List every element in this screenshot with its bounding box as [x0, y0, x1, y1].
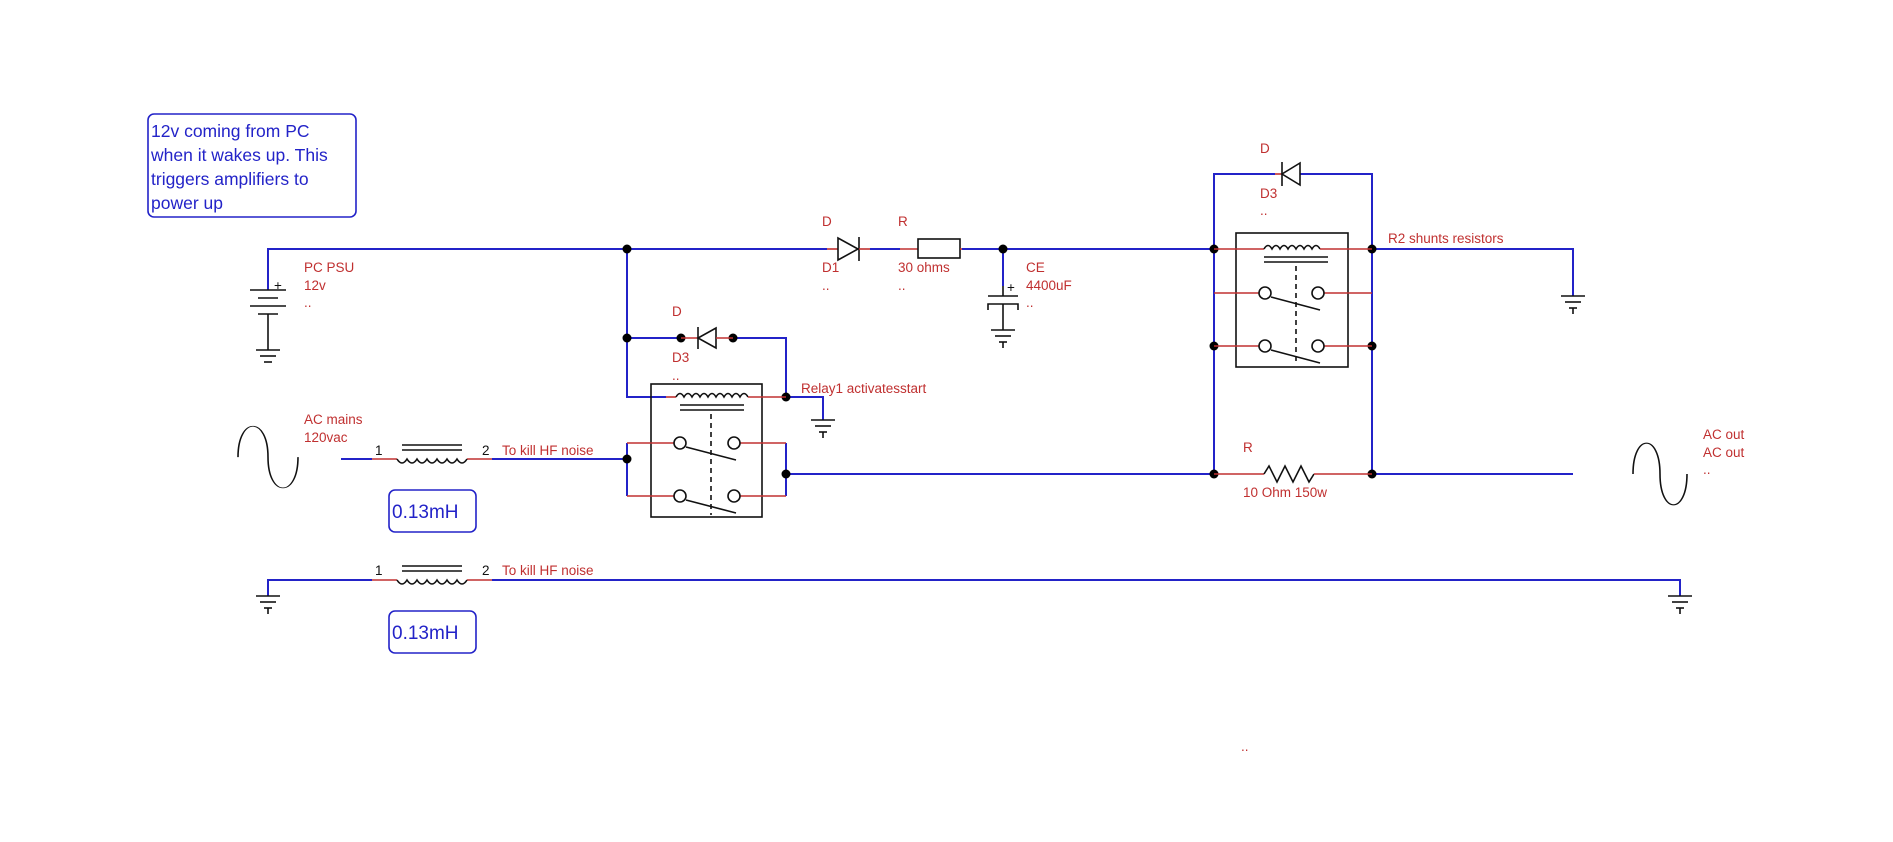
resistor-10-value: 10 Ohm 150w — [1243, 485, 1327, 500]
relay-2-label: R2 shunts resistors — [1388, 231, 1504, 246]
choke-2-value: 0.13mH — [392, 623, 459, 644]
svg-text:+: + — [1007, 280, 1015, 295]
diode-d1-extra: .. — [822, 278, 830, 293]
ground-icon — [991, 329, 1015, 348]
choke-1-pin1: 1 — [375, 443, 383, 458]
diode-d1-name: D1 — [822, 260, 839, 275]
resistor-10-ohm — [1214, 464, 1372, 484]
choke-1-pin2: 2 — [482, 443, 490, 458]
relay-1-diode-name: D3 — [672, 350, 689, 365]
choke-1-label: To kill HF noise — [502, 443, 594, 458]
wires — [267, 173, 1681, 596]
psu-value: 12v — [304, 278, 326, 293]
ac-mains-name: AC mains — [304, 412, 363, 427]
battery-icon: + — [250, 278, 286, 340]
ac-output-icon — [1632, 442, 1688, 506]
relay-2-diode-extra: .. — [1260, 203, 1268, 218]
ground-icon — [811, 419, 835, 438]
relay-2 — [1214, 232, 1372, 368]
relay-1-diode-ref: D — [672, 304, 682, 319]
psu-extra: .. — [304, 295, 312, 310]
ac-mains-value: 120vac — [304, 430, 348, 445]
note-line-2: when it wakes up. This — [150, 145, 328, 165]
note-line-3: triggers amplifiers to — [151, 169, 309, 189]
relay-1-diode-extra: .. — [672, 368, 680, 383]
resistor-30-extra: .. — [898, 278, 906, 293]
ac-source-icon — [237, 425, 299, 489]
relay-1 — [627, 383, 786, 518]
choke-1-value: 0.13mH — [392, 502, 459, 523]
ground-icon — [256, 595, 280, 614]
ac-out-extra: .. — [1703, 462, 1711, 477]
relay-1-diode — [681, 326, 733, 350]
resistor-30-ohm — [900, 238, 962, 259]
capacitor-extra: .. — [1026, 295, 1034, 310]
choke-2-pin1: 1 — [375, 563, 383, 578]
choke-2-value-box: 0.13mH — [388, 610, 477, 654]
ground-icon — [1668, 595, 1692, 614]
stray-marker: .. — [1241, 739, 1249, 754]
relay-2-diode — [1275, 161, 1301, 187]
choke-2-pin2: 2 — [482, 563, 490, 578]
relay-2-diode-name: D3 — [1260, 186, 1277, 201]
choke-2-label: To kill HF noise — [502, 563, 594, 578]
svg-text:+: + — [274, 278, 282, 293]
note-line-4: power up — [151, 193, 223, 213]
relay-2-diode-ref: D — [1260, 141, 1270, 156]
ac-out-value: AC out — [1703, 445, 1745, 460]
capacitor-ref: CE — [1026, 260, 1045, 275]
capacitor-value: 4400uF — [1026, 278, 1072, 293]
ground-icon — [1561, 295, 1585, 314]
resistor-10-ref: R — [1243, 440, 1253, 455]
choke-1: 1 2 — [372, 443, 492, 464]
ac-out-name: AC out — [1703, 427, 1745, 442]
ground-icon — [256, 340, 280, 363]
diode-d1 — [827, 236, 870, 262]
resistor-30-value: 30 ohms — [898, 260, 950, 275]
resistor-30-ref: R — [898, 214, 908, 229]
diode-d1-ref: D — [822, 214, 832, 229]
choke-1-value-box: 0.13mH — [388, 489, 477, 533]
note-callout: 12v coming from PC when it wakes up. Thi… — [147, 113, 357, 218]
capacitor-ce: + — [987, 280, 1019, 330]
relay-1-label: Relay1 activatesstart — [801, 381, 927, 396]
psu-name: PC PSU — [304, 260, 354, 275]
note-line-1: 12v coming from PC — [151, 121, 310, 141]
choke-2: 1 2 — [372, 563, 492, 585]
